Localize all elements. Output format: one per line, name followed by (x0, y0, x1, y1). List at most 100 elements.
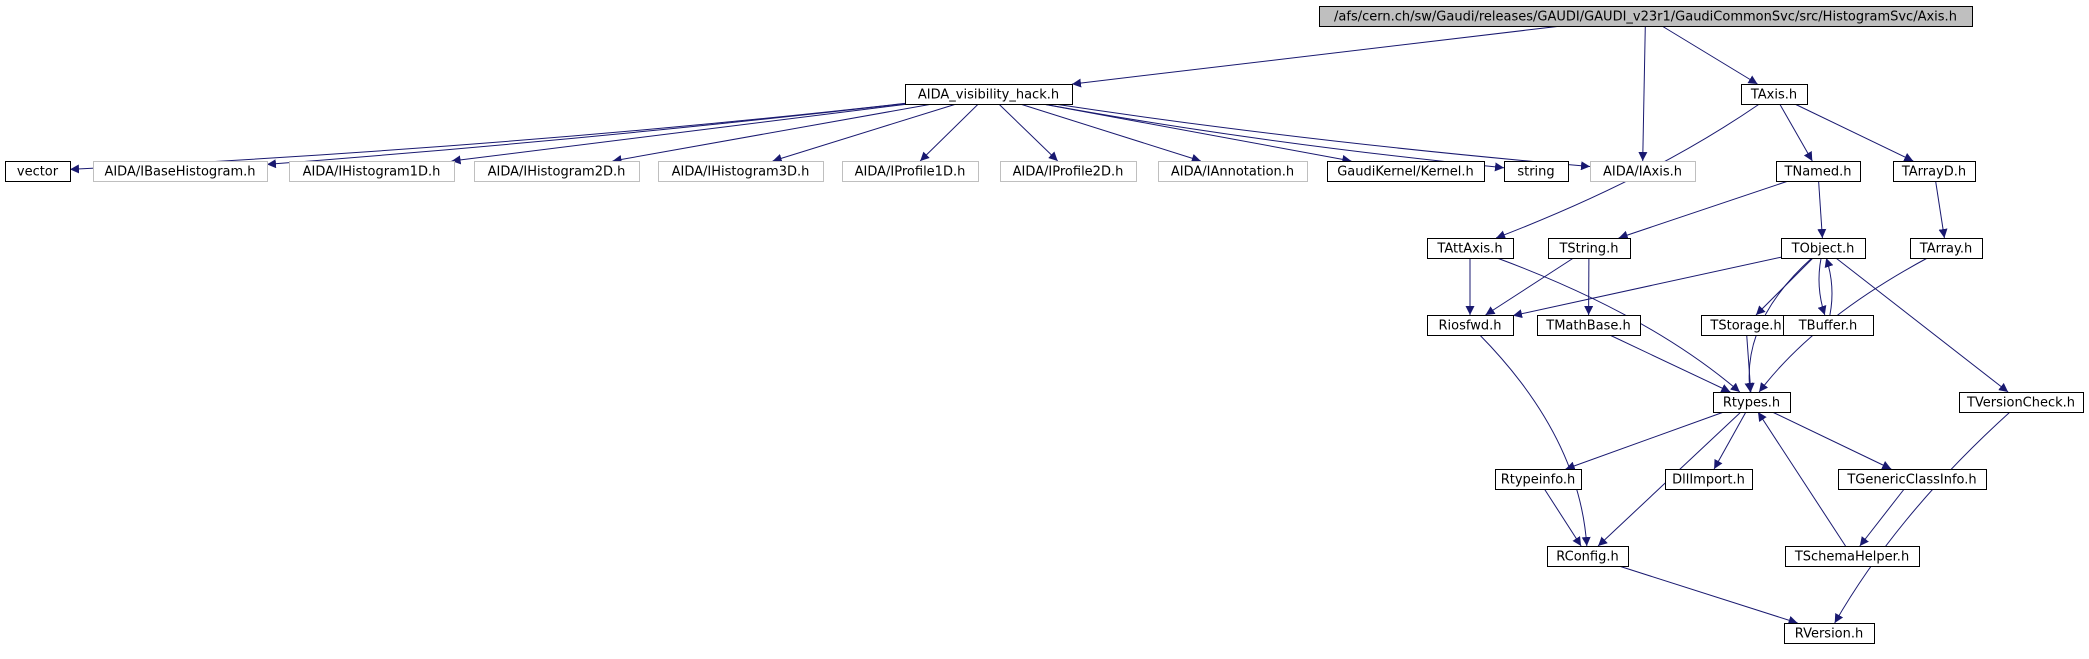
edge-taxis-to-tnamed (1779, 103, 1813, 162)
node-label: AIDA/IProfile1D.h (855, 165, 966, 180)
node-box (842, 161, 979, 182)
node-iprof1d: AIDA/IProfile1D.h (842, 161, 979, 182)
node-tattaxis[interactable]: TAttAxis.h (1427, 238, 1514, 259)
node-box (1427, 315, 1514, 336)
node-box (1504, 161, 1569, 182)
node-label: TMathBase.h (1545, 319, 1631, 334)
node-label: DllImport.h (1672, 473, 1745, 488)
node-box (1548, 238, 1631, 259)
node-rconfig[interactable]: RConfig.h (1547, 546, 1629, 567)
edge-rconfig-to-rversion (1618, 565, 1798, 625)
node-label: TArrayD.h (1901, 165, 1966, 180)
edge-aida_hack-to-string (1043, 103, 1505, 172)
edge-aida_hack-to-iprof2d (998, 103, 1059, 162)
edge-rtypes-to-dllimport (1713, 411, 1747, 470)
node-label: /afs/cern.ch/sw/Gaudi/releases/GAUDI/GAU… (1334, 10, 1957, 25)
node-box (474, 161, 640, 182)
node-aida_hack[interactable]: AIDA_visibility_hack.h (905, 84, 1073, 105)
node-box (1776, 161, 1861, 182)
node-label: TString.h (1558, 242, 1618, 257)
node-string[interactable]: string (1504, 161, 1569, 182)
edge-aida_hack-to-ihist2d (612, 103, 933, 164)
node-label: AIDA/IProfile2D.h (1013, 165, 1124, 180)
node-label: TStorage.h (1709, 319, 1781, 334)
node-tbuffer[interactable]: TBuffer.h (1783, 315, 1874, 336)
edge-tobject-to-riosfwd (1512, 256, 1782, 319)
node-box (658, 161, 824, 182)
node-label: GaudiKernel/Kernel.h (1337, 165, 1474, 180)
node-box (1590, 161, 1696, 182)
node-box (1537, 315, 1641, 336)
node-vector[interactable]: vector (5, 161, 71, 182)
node-box (1785, 546, 1920, 567)
node-label: AIDA/IHistogram2D.h (488, 165, 626, 180)
node-box (1783, 315, 1874, 336)
node-label: TVersionCheck.h (1966, 396, 2075, 411)
edge-aida_hack-to-vector (69, 102, 906, 174)
node-axis[interactable]: /afs/cern.ch/sw/Gaudi/releases/GAUDI/GAU… (1319, 6, 1973, 27)
edges-layer (69, 25, 2011, 625)
edge-axis-to-taxis (1661, 25, 1758, 85)
node-rtypes[interactable]: Rtypes.h (1713, 392, 1791, 413)
edge-rtypes-to-tgeneric (1772, 411, 1892, 470)
edge-tbuffer-to-tobject (1824, 257, 1834, 316)
node-iannot: AIDA/IAnnotation.h (1158, 161, 1308, 182)
edge-axis-to-iaxis (1638, 25, 1648, 162)
node-box (1665, 469, 1753, 490)
node-label: TAttAxis.h (1436, 242, 1502, 257)
node-iprof2d: AIDA/IProfile2D.h (1000, 161, 1137, 182)
node-label: TSchemaHelper.h (1794, 550, 1909, 565)
node-kernel[interactable]: GaudiKernel/Kernel.h (1327, 161, 1485, 182)
node-riosfwd[interactable]: Riosfwd.h (1427, 315, 1514, 336)
edge-aida_hack-to-iprof1d (919, 103, 979, 162)
node-tgeneric[interactable]: TGenericClassInfo.h (1838, 469, 1987, 490)
node-box (1781, 238, 1866, 259)
node-tstorage[interactable]: TStorage.h (1701, 315, 1792, 336)
node-tobject[interactable]: TObject.h (1781, 238, 1866, 259)
node-label: TArray.h (1919, 242, 1972, 257)
node-tarray[interactable]: TArray.h (1910, 238, 1983, 259)
node-label: AIDA_visibility_hack.h (918, 88, 1059, 103)
edge-tmathbase-to-rtypes (1609, 334, 1731, 393)
edge-rtypeinfo-to-rconfig (1543, 488, 1582, 547)
node-box (1784, 623, 1875, 644)
edge-tversion-to-rversion (1834, 411, 2011, 624)
node-tnamed[interactable]: TNamed.h (1776, 161, 1861, 182)
node-tarrayd[interactable]: TArrayD.h (1893, 161, 1976, 182)
edge-aida_hack-to-iaxis (1054, 103, 1591, 171)
node-rtypeinfo[interactable]: Rtypeinfo.h (1495, 469, 1582, 490)
node-label: AIDA/IAxis.h (1603, 165, 1682, 180)
node-label: Riosfwd.h (1439, 319, 1502, 334)
node-taxis[interactable]: TAxis.h (1741, 84, 1808, 105)
node-box (289, 161, 455, 182)
node-box (93, 161, 268, 182)
node-tversion[interactable]: TVersionCheck.h (1959, 392, 2084, 413)
edge-tschema-to-rtypes (1757, 411, 1846, 547)
edge-axis-to-aida_hack (1071, 25, 1562, 88)
node-rversion[interactable]: RVersion.h (1784, 623, 1875, 644)
node-label: TBuffer.h (1798, 319, 1858, 334)
node-iaxis: AIDA/IAxis.h (1590, 161, 1696, 182)
node-box (1741, 84, 1808, 105)
node-box (1319, 6, 1973, 27)
node-box (905, 84, 1073, 105)
node-dllimport[interactable]: DllImport.h (1665, 469, 1753, 490)
node-tstring[interactable]: TString.h (1548, 238, 1631, 259)
node-label: AIDA/IHistogram3D.h (672, 165, 810, 180)
node-tschema[interactable]: TSchemaHelper.h (1785, 546, 1920, 567)
node-box (1495, 469, 1582, 490)
node-ihist3d: AIDA/IHistogram3D.h (658, 161, 824, 182)
edge-tobject-to-tbuffer (1817, 257, 1827, 316)
node-ihist2d: AIDA/IHistogram2D.h (474, 161, 640, 182)
node-tmathbase[interactable]: TMathBase.h (1537, 315, 1641, 336)
edge-aida_hack-to-ihist1d (451, 103, 909, 165)
node-box (1327, 161, 1485, 182)
node-box (1893, 161, 1976, 182)
node-box (1158, 161, 1308, 182)
edge-tgeneric-to-tschema (1859, 488, 1905, 547)
node-label: Rtypes.h (1723, 396, 1780, 411)
node-box (1838, 469, 1987, 490)
edge-tnamed-to-tobject (1817, 180, 1827, 239)
edge-rtypes-to-rtypeinfo (1565, 411, 1724, 471)
node-box (1713, 392, 1791, 413)
